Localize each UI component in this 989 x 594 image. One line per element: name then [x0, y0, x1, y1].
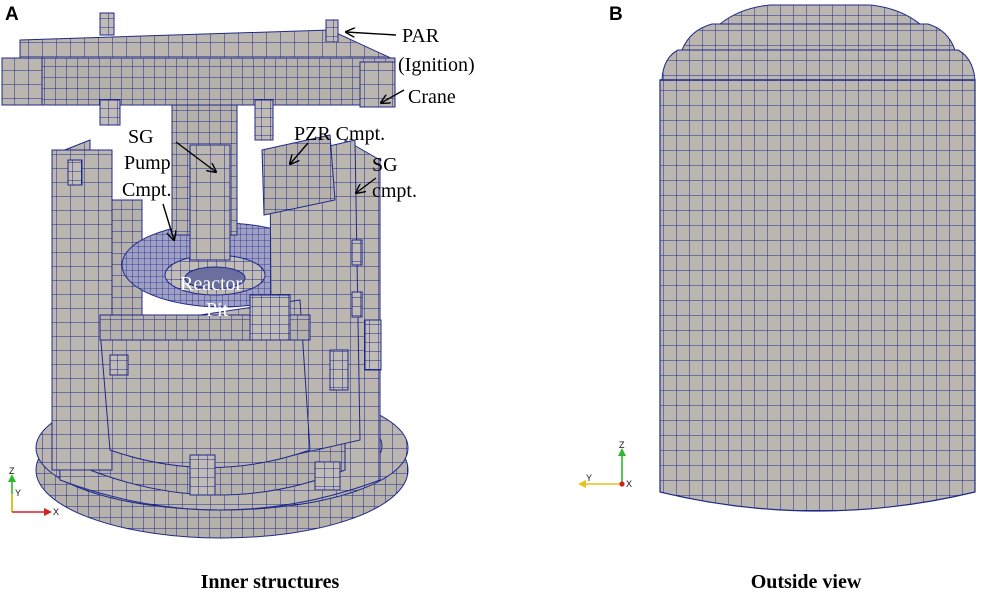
par-block-1	[99, 12, 115, 36]
label-sg-cmpt-1: SG	[372, 154, 398, 176]
wall-block-4	[329, 349, 349, 391]
label-sg-cmpt-2: cmpt.	[372, 180, 417, 202]
label-crane: Crane	[408, 86, 456, 108]
label-reactor: Reactor	[180, 273, 243, 295]
sg-cmpt-arrow	[356, 177, 377, 193]
pzr-arrow	[290, 142, 309, 164]
label-pzr-cmpt: PZR Cmpt.	[294, 123, 385, 145]
label-sg-pump-3: Cmpt.	[122, 179, 171, 201]
par-block-2	[325, 19, 339, 43]
label-sg-pump-2: Pump	[124, 152, 171, 174]
dome-step-2	[681, 23, 956, 51]
label-par-line2: (Ignition)	[398, 54, 475, 76]
crane-right-end	[359, 61, 396, 108]
caption-outside-view: Outside view	[751, 571, 862, 593]
containment-cylinder	[659, 79, 976, 512]
crane-arrow	[381, 89, 405, 103]
pzr-compartment	[261, 134, 336, 216]
label-par-line1: PAR	[402, 25, 440, 47]
axis-z-label-a: Z	[9, 466, 15, 476]
left-wall-block	[51, 149, 113, 471]
reactor-pit-hole	[184, 266, 246, 290]
sg-compartment-left	[189, 144, 231, 261]
crane-hang-1	[99, 99, 121, 126]
crane-front	[1, 57, 396, 106]
callout-arrows	[162, 32, 405, 240]
dome-step-1	[661, 49, 976, 81]
axis-y-head-b	[578, 480, 586, 488]
axis-z-head	[8, 474, 16, 482]
crane-hang-2	[254, 99, 274, 141]
base-block-2	[314, 461, 341, 491]
caption-inner-structures: Inner structures	[201, 571, 340, 593]
label-sg-pump-1: SG	[128, 126, 154, 148]
panel-letter-a: A	[5, 4, 19, 25]
sg-pump-arrow-2	[162, 203, 174, 240]
base-block-1	[189, 454, 216, 496]
axis-y-label-b: Y	[586, 473, 592, 483]
right-small-wall	[249, 294, 291, 341]
axis-triad-a: Z Y X	[8, 466, 59, 517]
panel-letter-b: B	[609, 4, 623, 25]
axis-x-label-a: X	[53, 507, 59, 517]
wall-block-2	[351, 291, 363, 318]
axis-x-label-b: X	[626, 479, 632, 489]
sg-pump-arrow-1	[175, 141, 216, 172]
axis-triad-b: Z Y X	[578, 440, 632, 489]
axis-x-dot-b	[619, 481, 625, 487]
dome-step-3	[718, 4, 922, 25]
panel-a-model	[1, 12, 409, 539]
base-block-3	[67, 159, 83, 186]
wall-block-1	[351, 239, 363, 266]
axis-x-head	[44, 508, 52, 516]
crane-left-end	[1, 57, 43, 106]
panel-b-model	[659, 4, 976, 512]
wall-block-5	[109, 354, 129, 376]
wall-block-3	[364, 319, 382, 371]
axis-z-label-b: Z	[619, 440, 625, 450]
axis-z-head-b	[618, 448, 626, 456]
par-arrow	[346, 32, 397, 35]
label-reactor-pit: Pit	[206, 299, 229, 321]
front-wall	[99, 299, 311, 468]
axis-y-label-a: Y	[15, 488, 21, 498]
